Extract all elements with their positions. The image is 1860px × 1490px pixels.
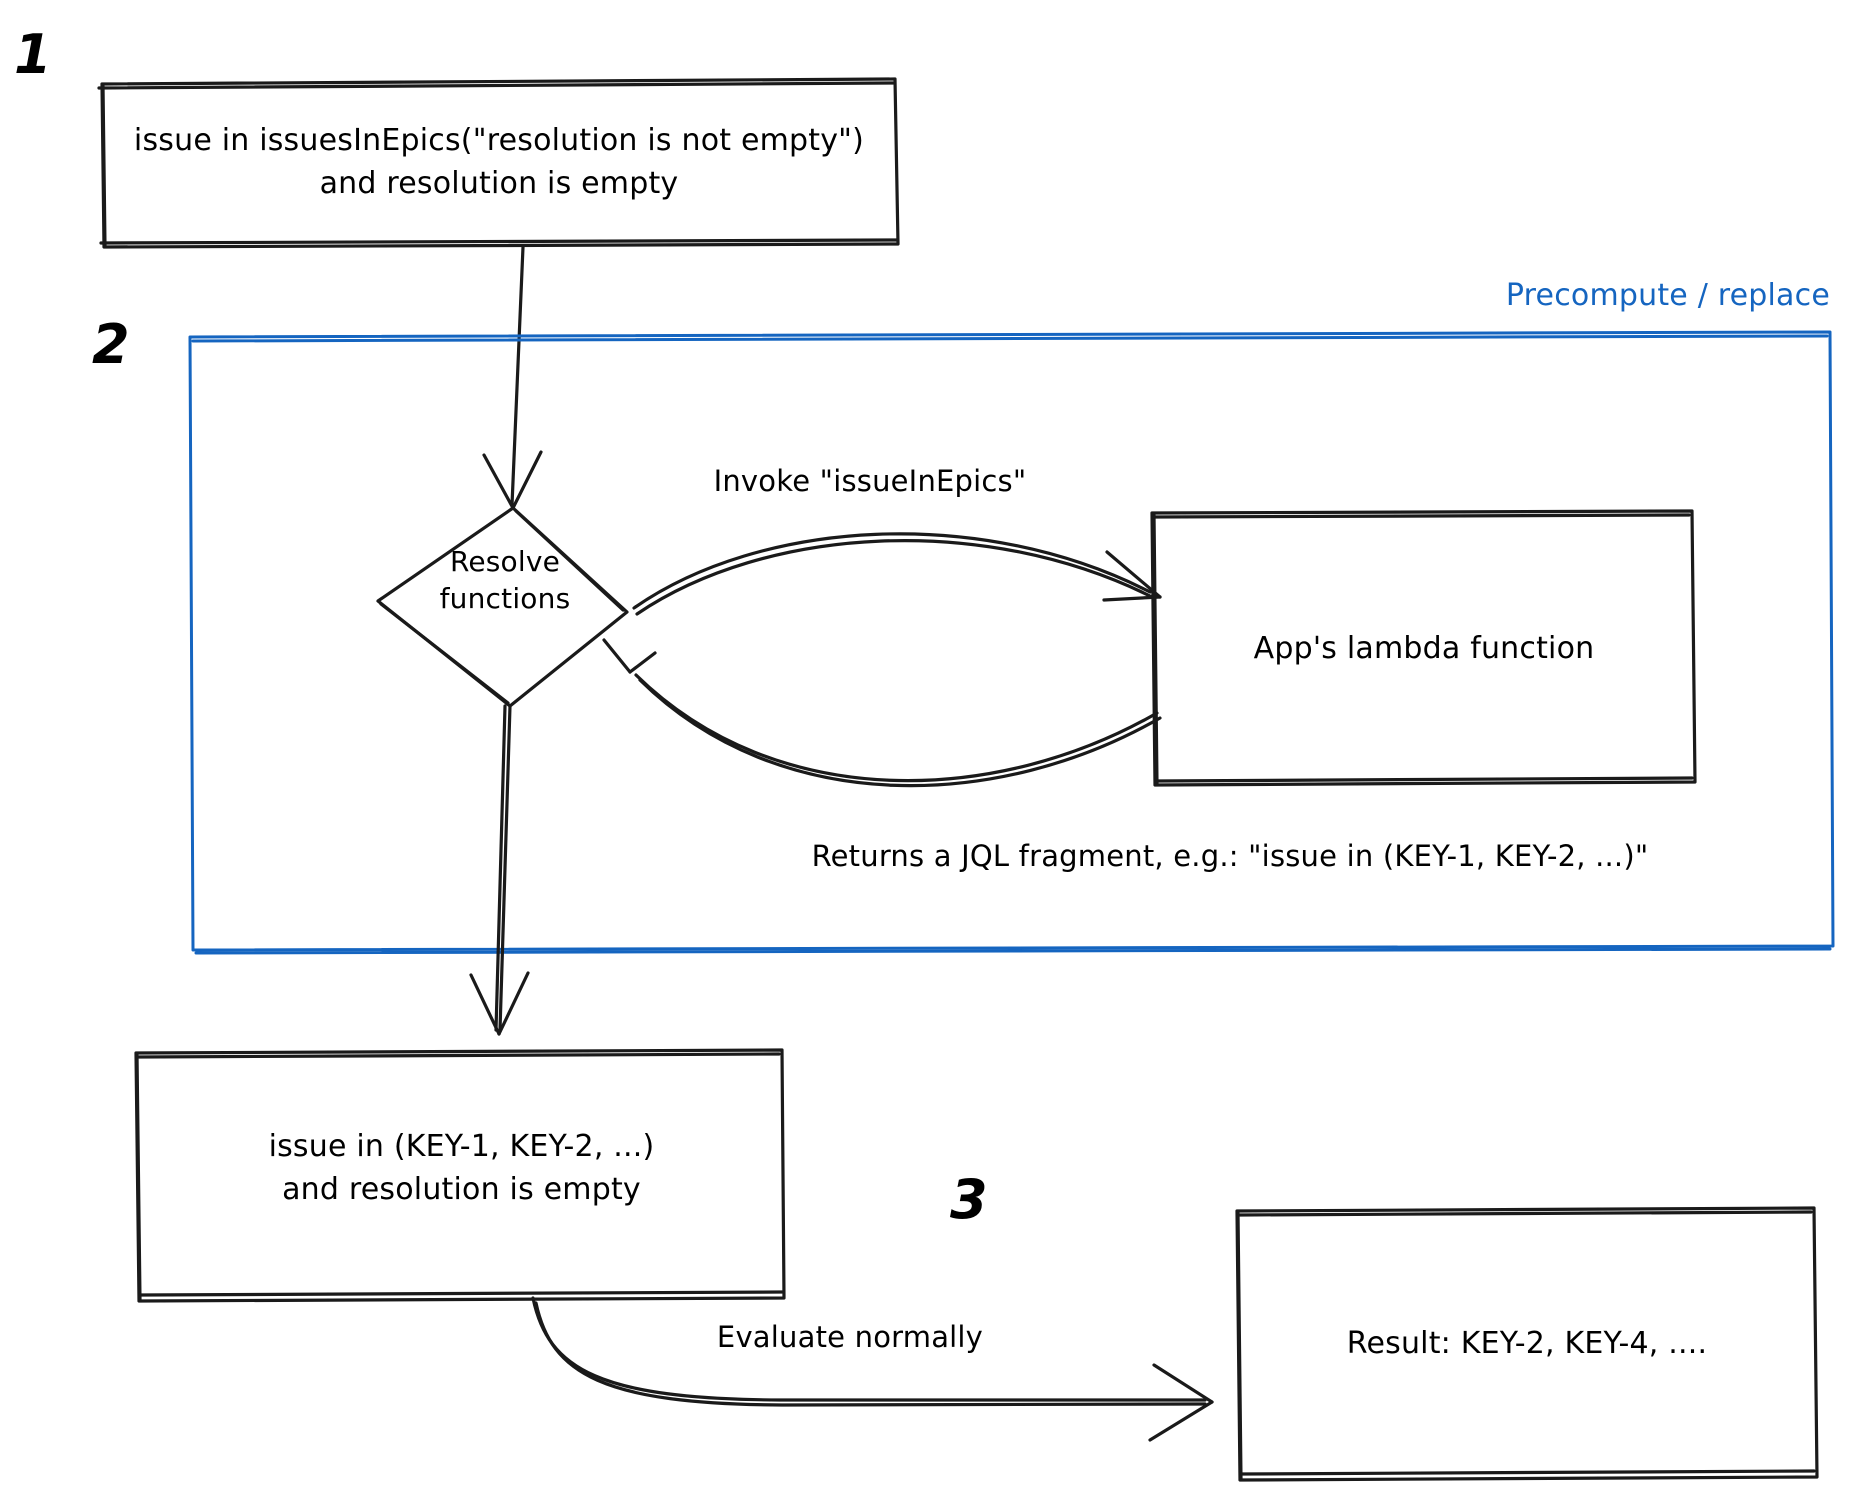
arrow-invoke <box>632 532 1162 616</box>
input-query-line-1: issue in issuesInEpics("resolution is no… <box>133 123 865 158</box>
precompute-group-title: Precompute / replace <box>1505 278 1830 313</box>
rewritten-query-line-1: issue in (KEY-1, KEY-2, ...) <box>268 1129 655 1164</box>
result-label: Result: KEY-2, KEY-4, .... <box>1346 1326 1708 1361</box>
step-number-1: 1 <box>14 23 52 86</box>
step-number-2: 2 <box>92 313 130 376</box>
input-query-box-outline <box>97 77 900 249</box>
edge-label-returns: Returns a JQL fragment, e.g.: "issue in … <box>811 839 1649 873</box>
arrow-input-to-resolve <box>482 245 543 510</box>
resolve-functions-line-2: functions <box>439 582 571 615</box>
edge-label-invoke: Invoke "issueInEpics" <box>713 464 1027 498</box>
step-number-3: 3 <box>950 1168 988 1231</box>
rewritten-query-line-2: and resolution is empty <box>282 1172 641 1207</box>
edge-label-evaluate: Evaluate normally <box>716 1320 984 1354</box>
arrow-returns <box>602 638 1162 788</box>
input-query-line-2: and resolution is empty <box>319 166 679 201</box>
resolve-functions-line-1: Resolve <box>449 545 561 578</box>
lambda-label: App's lambda function <box>1253 631 1595 666</box>
arrow-resolve-to-rewritten <box>469 704 530 1036</box>
